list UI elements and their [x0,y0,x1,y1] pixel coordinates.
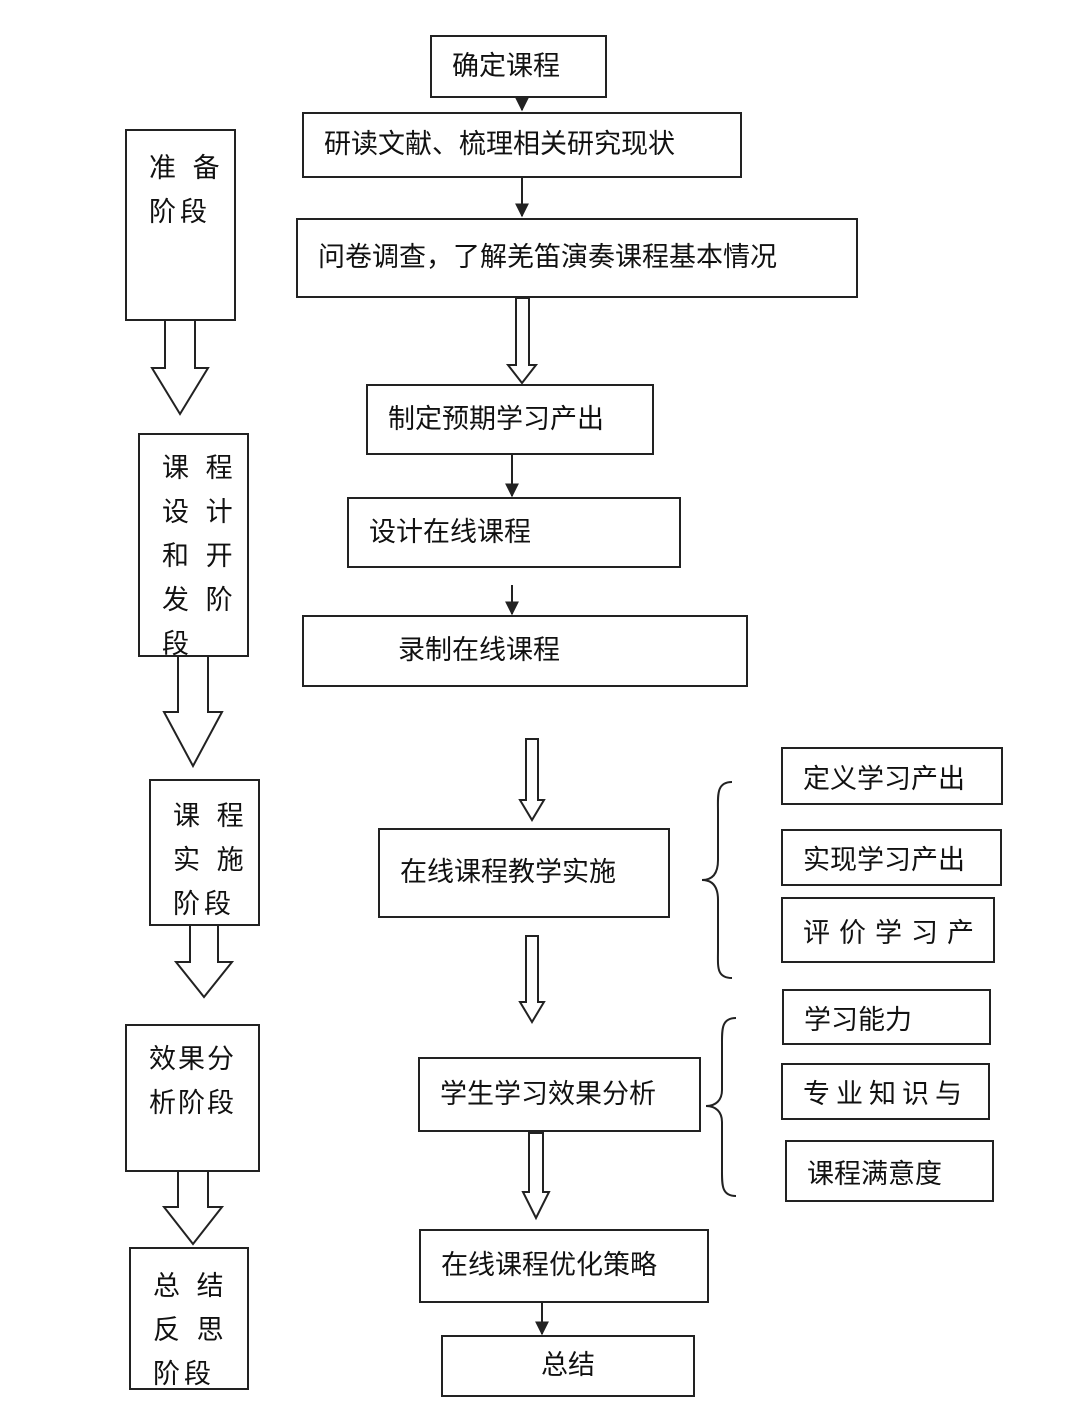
hollow-arrow-stage-3 [173,924,235,999]
step-box-record-course: 录制在线课程 [302,615,748,687]
sub-box-evaluate-outcomes: 评价学习产 [781,897,995,963]
stage-label-line: 设 计 [162,497,237,528]
step-box-summary: 总结 [441,1335,695,1397]
stage-label-line: 阶段 [153,1359,215,1390]
sub-item-label: 专业知识与 [803,1079,968,1110]
sub-item-label: 学习能力 [804,1004,912,1036]
stage-box-preparation: 准 备 阶段 [125,129,236,321]
step-box-confirm-course: 确定课程 [430,35,607,98]
step-box-design-course: 设计在线课程 [347,497,681,568]
step-box-effect-analysis: 学生学习效果分析 [418,1057,701,1132]
stage-box-summary-reflection: 总 结 反 思 阶段 [129,1247,249,1390]
step-label: 问卷调查，了解羌笛演奏课程基本情况 [318,242,777,274]
step-label: 制定预期学习产出 [388,403,604,435]
stage-label-line: 准 备 [149,153,224,184]
sub-box-professional-knowledge: 专业知识与 [781,1063,990,1120]
sub-box-course-satisfaction: 课程满意度 [785,1140,994,1202]
stage-label-line: 段 [162,629,193,660]
stage-label-line: 发 阶 [162,585,237,616]
step-label: 在线课程教学实施 [400,857,616,889]
step-box-implementation: 在线课程教学实施 [378,828,670,918]
step-box-questionnaire: 问卷调查，了解羌笛演奏课程基本情况 [296,218,858,298]
stage-label-line: 课 程 [162,453,237,484]
sub-box-achieve-outcomes: 实现学习产出 [781,829,1002,886]
step-box-optimization: 在线课程优化策略 [419,1229,709,1303]
sub-item-label: 课程满意度 [807,1158,942,1190]
stage-box-effect-analysis: 效果分 析阶段 [125,1024,260,1172]
step-label: 在线课程优化策略 [441,1250,657,1282]
stage-label-line: 实 施 [173,845,248,876]
step-label: 录制在线课程 [398,635,560,667]
stage-label-line: 总 结 [153,1271,228,1302]
sub-box-define-outcomes: 定义学习产出 [781,747,1003,805]
step-box-learning-outcomes: 制定预期学习产出 [366,384,654,455]
stage-label-line: 阶段 [149,197,211,228]
stage-label-line: 效果分 [149,1044,236,1075]
sub-item-label: 评价学习产 [803,917,983,949]
sub-item-label: 实现学习产出 [803,845,965,876]
step-label: 设计在线课程 [369,516,531,548]
step-box-literature-review: 研读文献、梳理相关研究现状 [302,112,742,178]
stage-label-line: 析阶段 [149,1088,236,1119]
stage-box-design-development: 课 程 设 计 和 开 发 阶 段 [138,433,249,660]
hollow-arrow-main-3 [518,935,546,1024]
hollow-arrow-stage-1 [150,319,210,416]
stage-label-line: 和 开 [162,541,237,572]
stage-box-implementation: 课 程 实 施 阶段 [149,779,260,926]
step-label: 研读文献、梳理相关研究现状 [324,129,675,161]
step-label: 学生学习效果分析 [440,1078,656,1110]
hollow-arrow-main-1 [505,297,539,385]
hollow-arrow-stage-2 [162,655,224,769]
hollow-arrow-main-4 [521,1132,551,1221]
stage-label-line: 阶段 [173,889,235,920]
brace-analysis [705,1017,737,1197]
sub-item-label: 定义学习产出 [803,763,965,795]
step-label: 确定课程 [452,50,560,82]
stage-label-line: 反 思 [153,1315,228,1346]
step-label: 总结 [541,1350,595,1382]
brace-implementation [701,781,733,979]
stage-label-line: 课 程 [173,801,248,832]
hollow-arrow-stage-4 [161,1170,225,1246]
sub-box-learning-ability: 学习能力 [782,989,991,1045]
hollow-arrow-main-2 [518,738,546,822]
